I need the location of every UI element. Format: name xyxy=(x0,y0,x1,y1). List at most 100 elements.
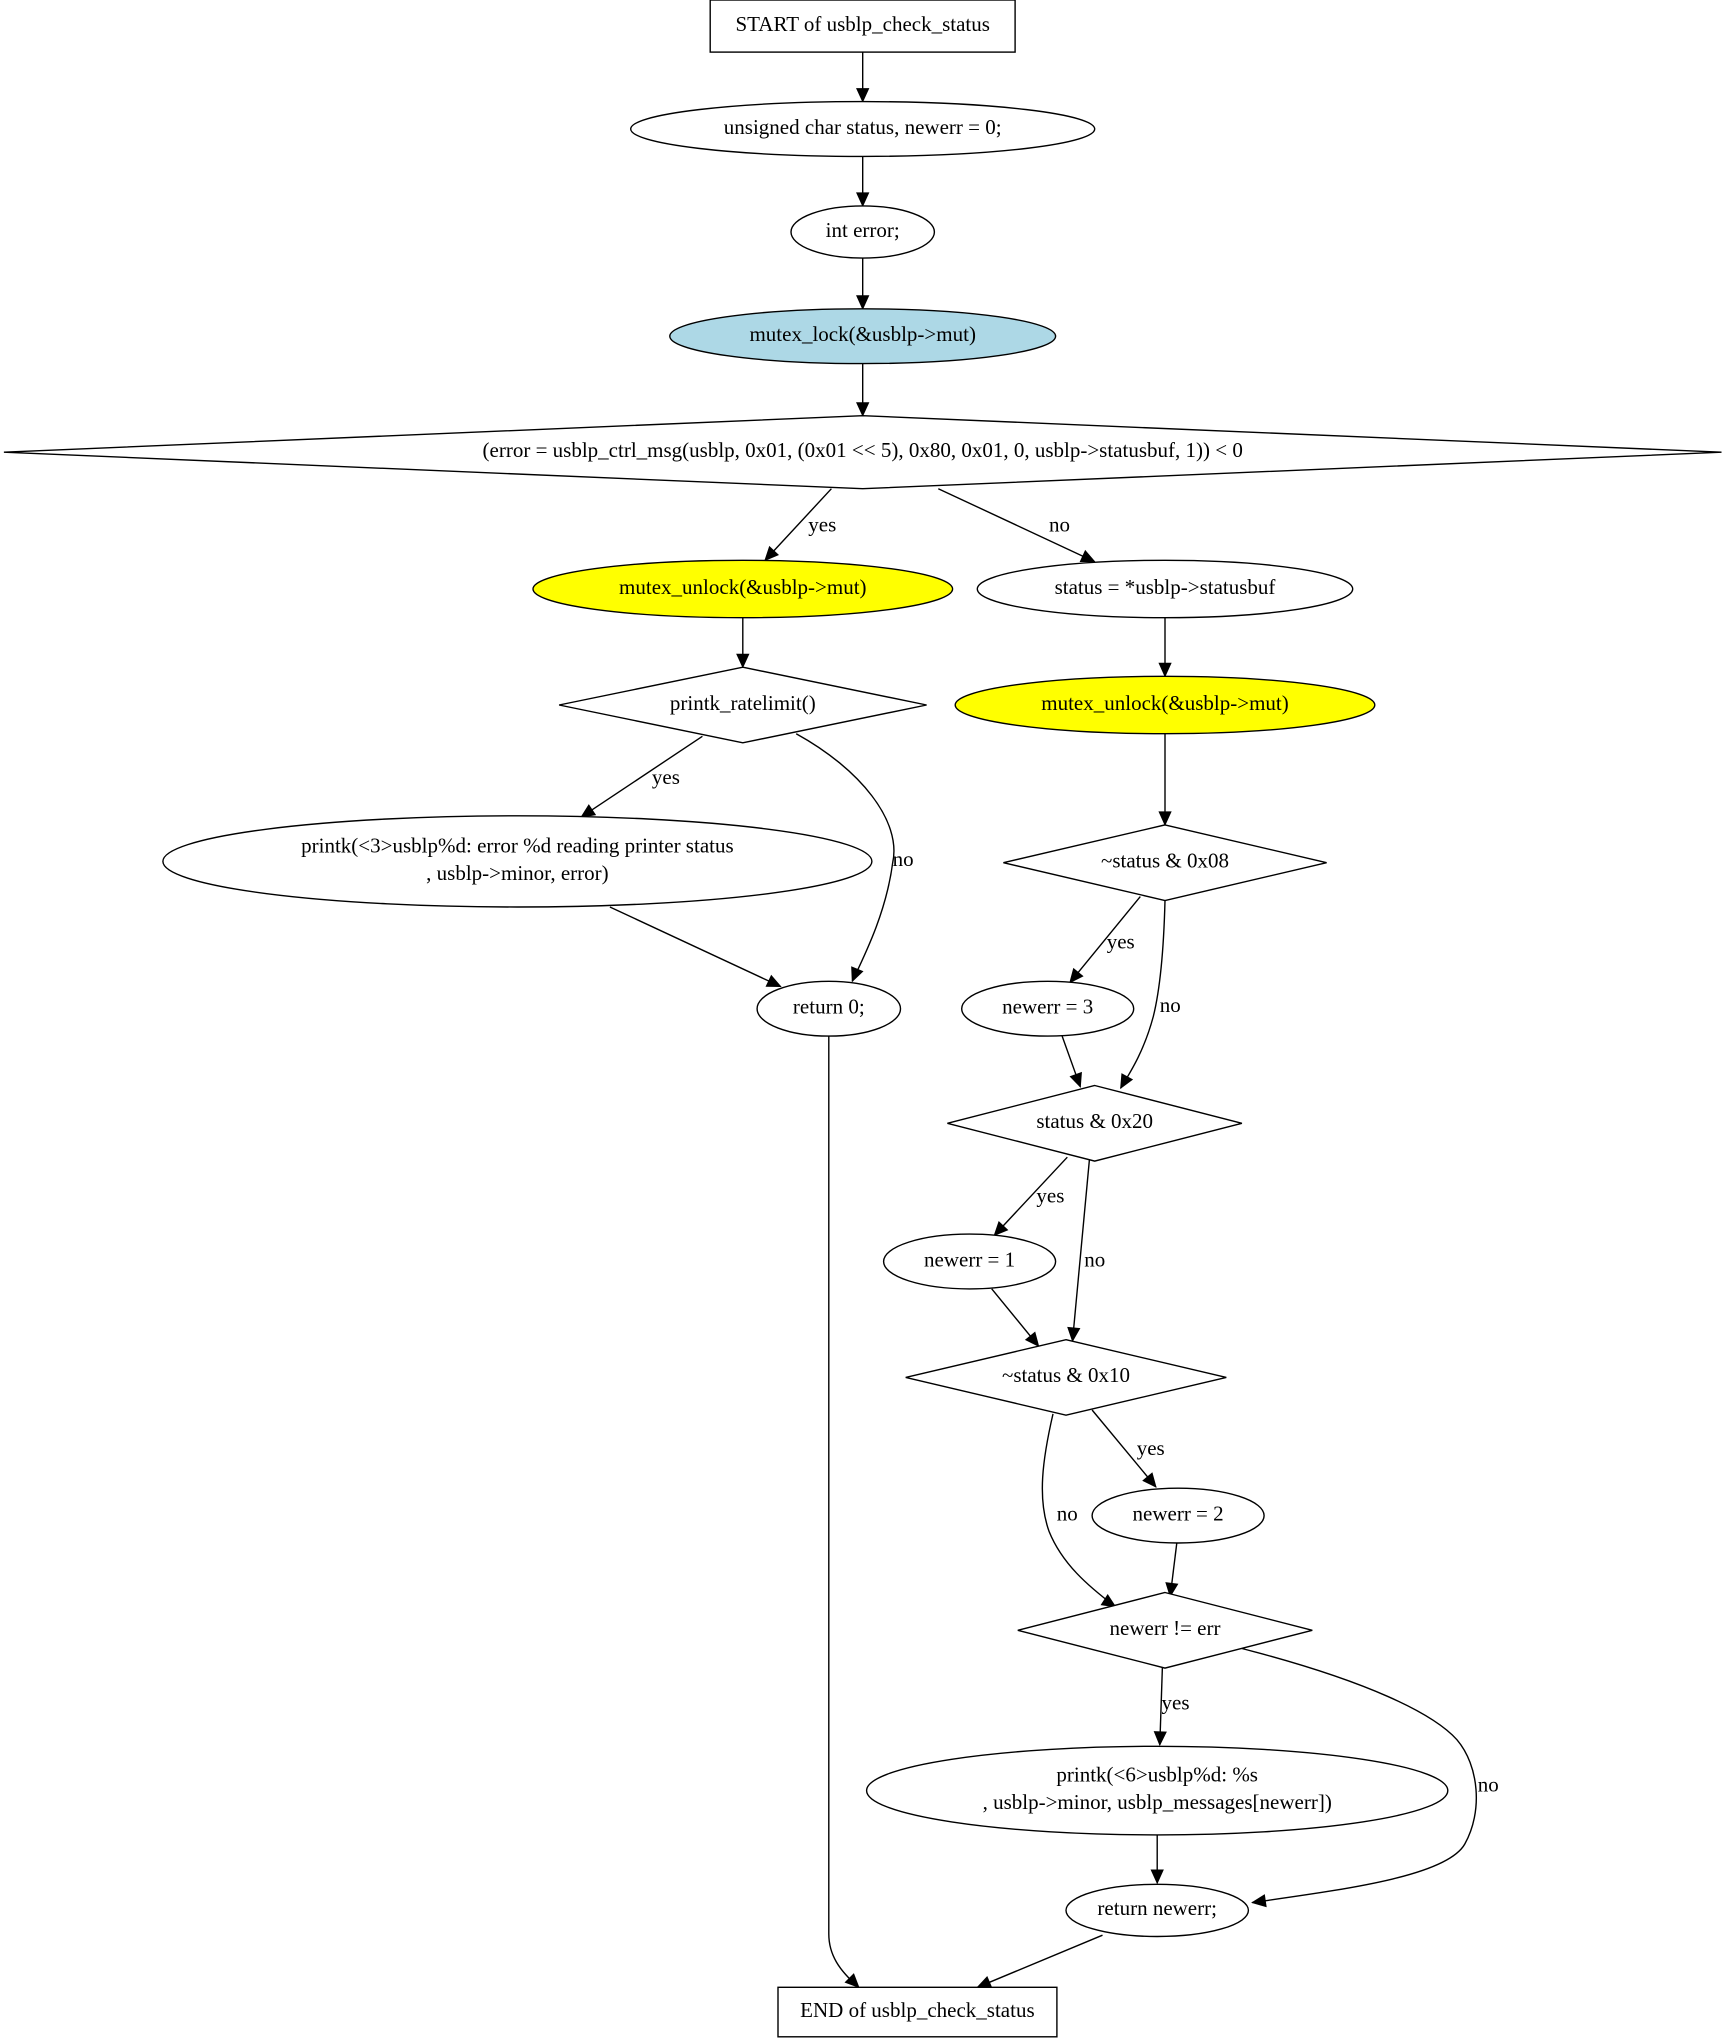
node-cond10: ~status & 0x10 xyxy=(905,1338,1227,1416)
edge-line xyxy=(764,488,832,561)
ellipse-shape xyxy=(1091,1487,1265,1544)
node-label: return 0; xyxy=(793,995,865,1019)
edge-cond_err-to-unlock1: yes xyxy=(764,488,836,562)
edge-arrowhead xyxy=(1251,1894,1267,1908)
edge-arrowhead xyxy=(856,402,870,417)
diamond-shape xyxy=(1017,1591,1313,1669)
rect-shape xyxy=(709,0,1016,53)
ellipse-shape xyxy=(669,308,1057,365)
node-label: unsigned char status, newerr = 0; xyxy=(724,115,1002,139)
node-label: newerr = 1 xyxy=(924,1247,1015,1271)
ellipse-shape xyxy=(162,815,873,908)
node-decl2: int error; xyxy=(790,205,936,259)
node-printk-msg: printk(<6>usblp%d: %s , usblp->minor, usb… xyxy=(865,1745,1449,1836)
edge-cond20-to-cond10: no xyxy=(1067,1159,1105,1343)
edge-line xyxy=(828,1036,860,1988)
edge-ratelimit-to-printk_err: yes xyxy=(580,735,703,818)
node-newerr1: newerr = 1 xyxy=(882,1233,1057,1290)
node-label: printk(<6>usblp%d: %s xyxy=(1056,1763,1258,1787)
edge-cond20-to-newerr1: yes xyxy=(993,1156,1068,1237)
node-cond08: ~status & 0x08 xyxy=(1003,824,1327,902)
ellipse-shape xyxy=(954,675,1376,735)
edge-newerr2-to-cond_ne xyxy=(1165,1542,1179,1598)
edge-line xyxy=(1091,1409,1157,1488)
node-label: ~status & 0x08 xyxy=(1101,849,1229,873)
node-label: START of usblp_check_status xyxy=(735,12,989,36)
node-unlock1: mutex_unlock(&usblp->mut) xyxy=(532,559,954,619)
edge-label-yes: yes xyxy=(1137,1436,1165,1460)
edge-printk_msg-to-return_newerr xyxy=(1150,1834,1164,1885)
edge-arrowhead xyxy=(1024,1331,1040,1348)
edge-label-no: no xyxy=(893,847,914,871)
node-printk-err: printk(<3>usblp%d: error %d reading prin… xyxy=(162,815,873,908)
edge-line xyxy=(1241,1647,1477,1904)
node-label: newerr = 2 xyxy=(1133,1501,1224,1525)
edge-line xyxy=(1071,1159,1091,1342)
edge-arrowhead xyxy=(1158,662,1172,678)
edge-arrowhead xyxy=(1158,811,1172,827)
edge-cond_err-to-status_assign: no xyxy=(938,488,1096,563)
node-newerr3: newerr = 3 xyxy=(960,980,1135,1037)
edge-line xyxy=(993,1156,1068,1236)
node-label: status = *usblp->statusbuf xyxy=(1055,575,1276,599)
edge-line xyxy=(795,733,895,982)
edge-label-yes: yes xyxy=(1036,1183,1064,1207)
edge-arrowhead xyxy=(851,966,864,983)
node-label: , usblp->minor, error) xyxy=(426,861,608,885)
node-return-newerr: return newerr; xyxy=(1065,1883,1250,1938)
ellipse-shape xyxy=(756,980,902,1037)
edge-cond10-to-cond_ne: no xyxy=(1041,1413,1117,1608)
edge-line xyxy=(977,1934,1103,1988)
ellipse-shape xyxy=(790,205,936,259)
edge-lock-to-cond_err xyxy=(856,363,870,417)
node-label: mutex_lock(&usblp->mut) xyxy=(749,322,975,346)
edge-arrowhead xyxy=(1079,549,1096,563)
edge-label-yes: yes xyxy=(1107,929,1135,953)
edge-arrowhead xyxy=(856,295,870,311)
edge-label-yes: yes xyxy=(652,765,680,789)
edge-arrowhead xyxy=(1142,1472,1157,1488)
ellipse-shape xyxy=(865,1745,1449,1836)
edge-cond08-to-cond20: no xyxy=(1120,900,1181,1090)
edge-status_assign-to-unlock2 xyxy=(1158,617,1172,678)
diamond-shape xyxy=(1003,824,1327,902)
edge-arrowhead xyxy=(1165,1582,1179,1598)
ellipse-shape xyxy=(976,559,1354,619)
edge-arrowhead xyxy=(1069,1071,1082,1088)
nodes-layer: START of usblp_check_status unsigned char… xyxy=(3,0,1722,2038)
edge-arrowhead xyxy=(976,1975,993,1989)
edge-label-no: no xyxy=(1049,512,1070,536)
edge-arrowhead xyxy=(844,1973,860,1989)
node-label: , usblp->minor, usblp_messages[newerr]) xyxy=(983,1790,1332,1814)
edge-arrowhead xyxy=(580,804,597,818)
edge-arrowhead xyxy=(1067,1326,1081,1343)
edge-label-no: no xyxy=(1478,1772,1499,1796)
edge-arrowhead xyxy=(993,1221,1009,1237)
node-label: status & 0x20 xyxy=(1036,1109,1153,1133)
edge-line xyxy=(1069,896,1141,984)
ellipse-shape xyxy=(960,980,1135,1037)
edge-label-no: no xyxy=(1084,1247,1105,1271)
edge-line xyxy=(580,735,703,818)
edge-arrowhead xyxy=(1120,1073,1134,1090)
edge-cond10-to-newerr2: yes xyxy=(1091,1409,1165,1488)
edge-label-yes: yes xyxy=(1162,1690,1190,1714)
node-end: END of usblp_check_status xyxy=(777,1986,1058,2038)
node-cond20: status & 0x20 xyxy=(947,1084,1243,1162)
edge-return0-to-end xyxy=(828,1036,860,1989)
edge-unlock1-to-ratelimit xyxy=(736,617,750,669)
node-cond-err: (error = usblp_ctrl_msg(usblp, 0x01, (0x… xyxy=(3,414,1722,490)
node-label: mutex_unlock(&usblp->mut) xyxy=(619,575,866,599)
edge-arrowhead xyxy=(1100,1593,1117,1608)
node-label: return newerr; xyxy=(1097,1896,1217,1920)
node-label: int error; xyxy=(826,218,900,242)
edge-label-no: no xyxy=(1160,993,1181,1017)
edge-line xyxy=(1120,900,1166,1089)
edge-arrowhead xyxy=(1069,967,1084,984)
node-ratelimit: printk_ratelimit() xyxy=(558,666,927,744)
node-label: printk(<3>usblp%d: error %d reading prin… xyxy=(301,834,734,858)
edge-arrowhead xyxy=(736,653,750,669)
edge-line xyxy=(609,906,781,988)
edge-newerr3-to-cond20 xyxy=(1061,1035,1082,1088)
